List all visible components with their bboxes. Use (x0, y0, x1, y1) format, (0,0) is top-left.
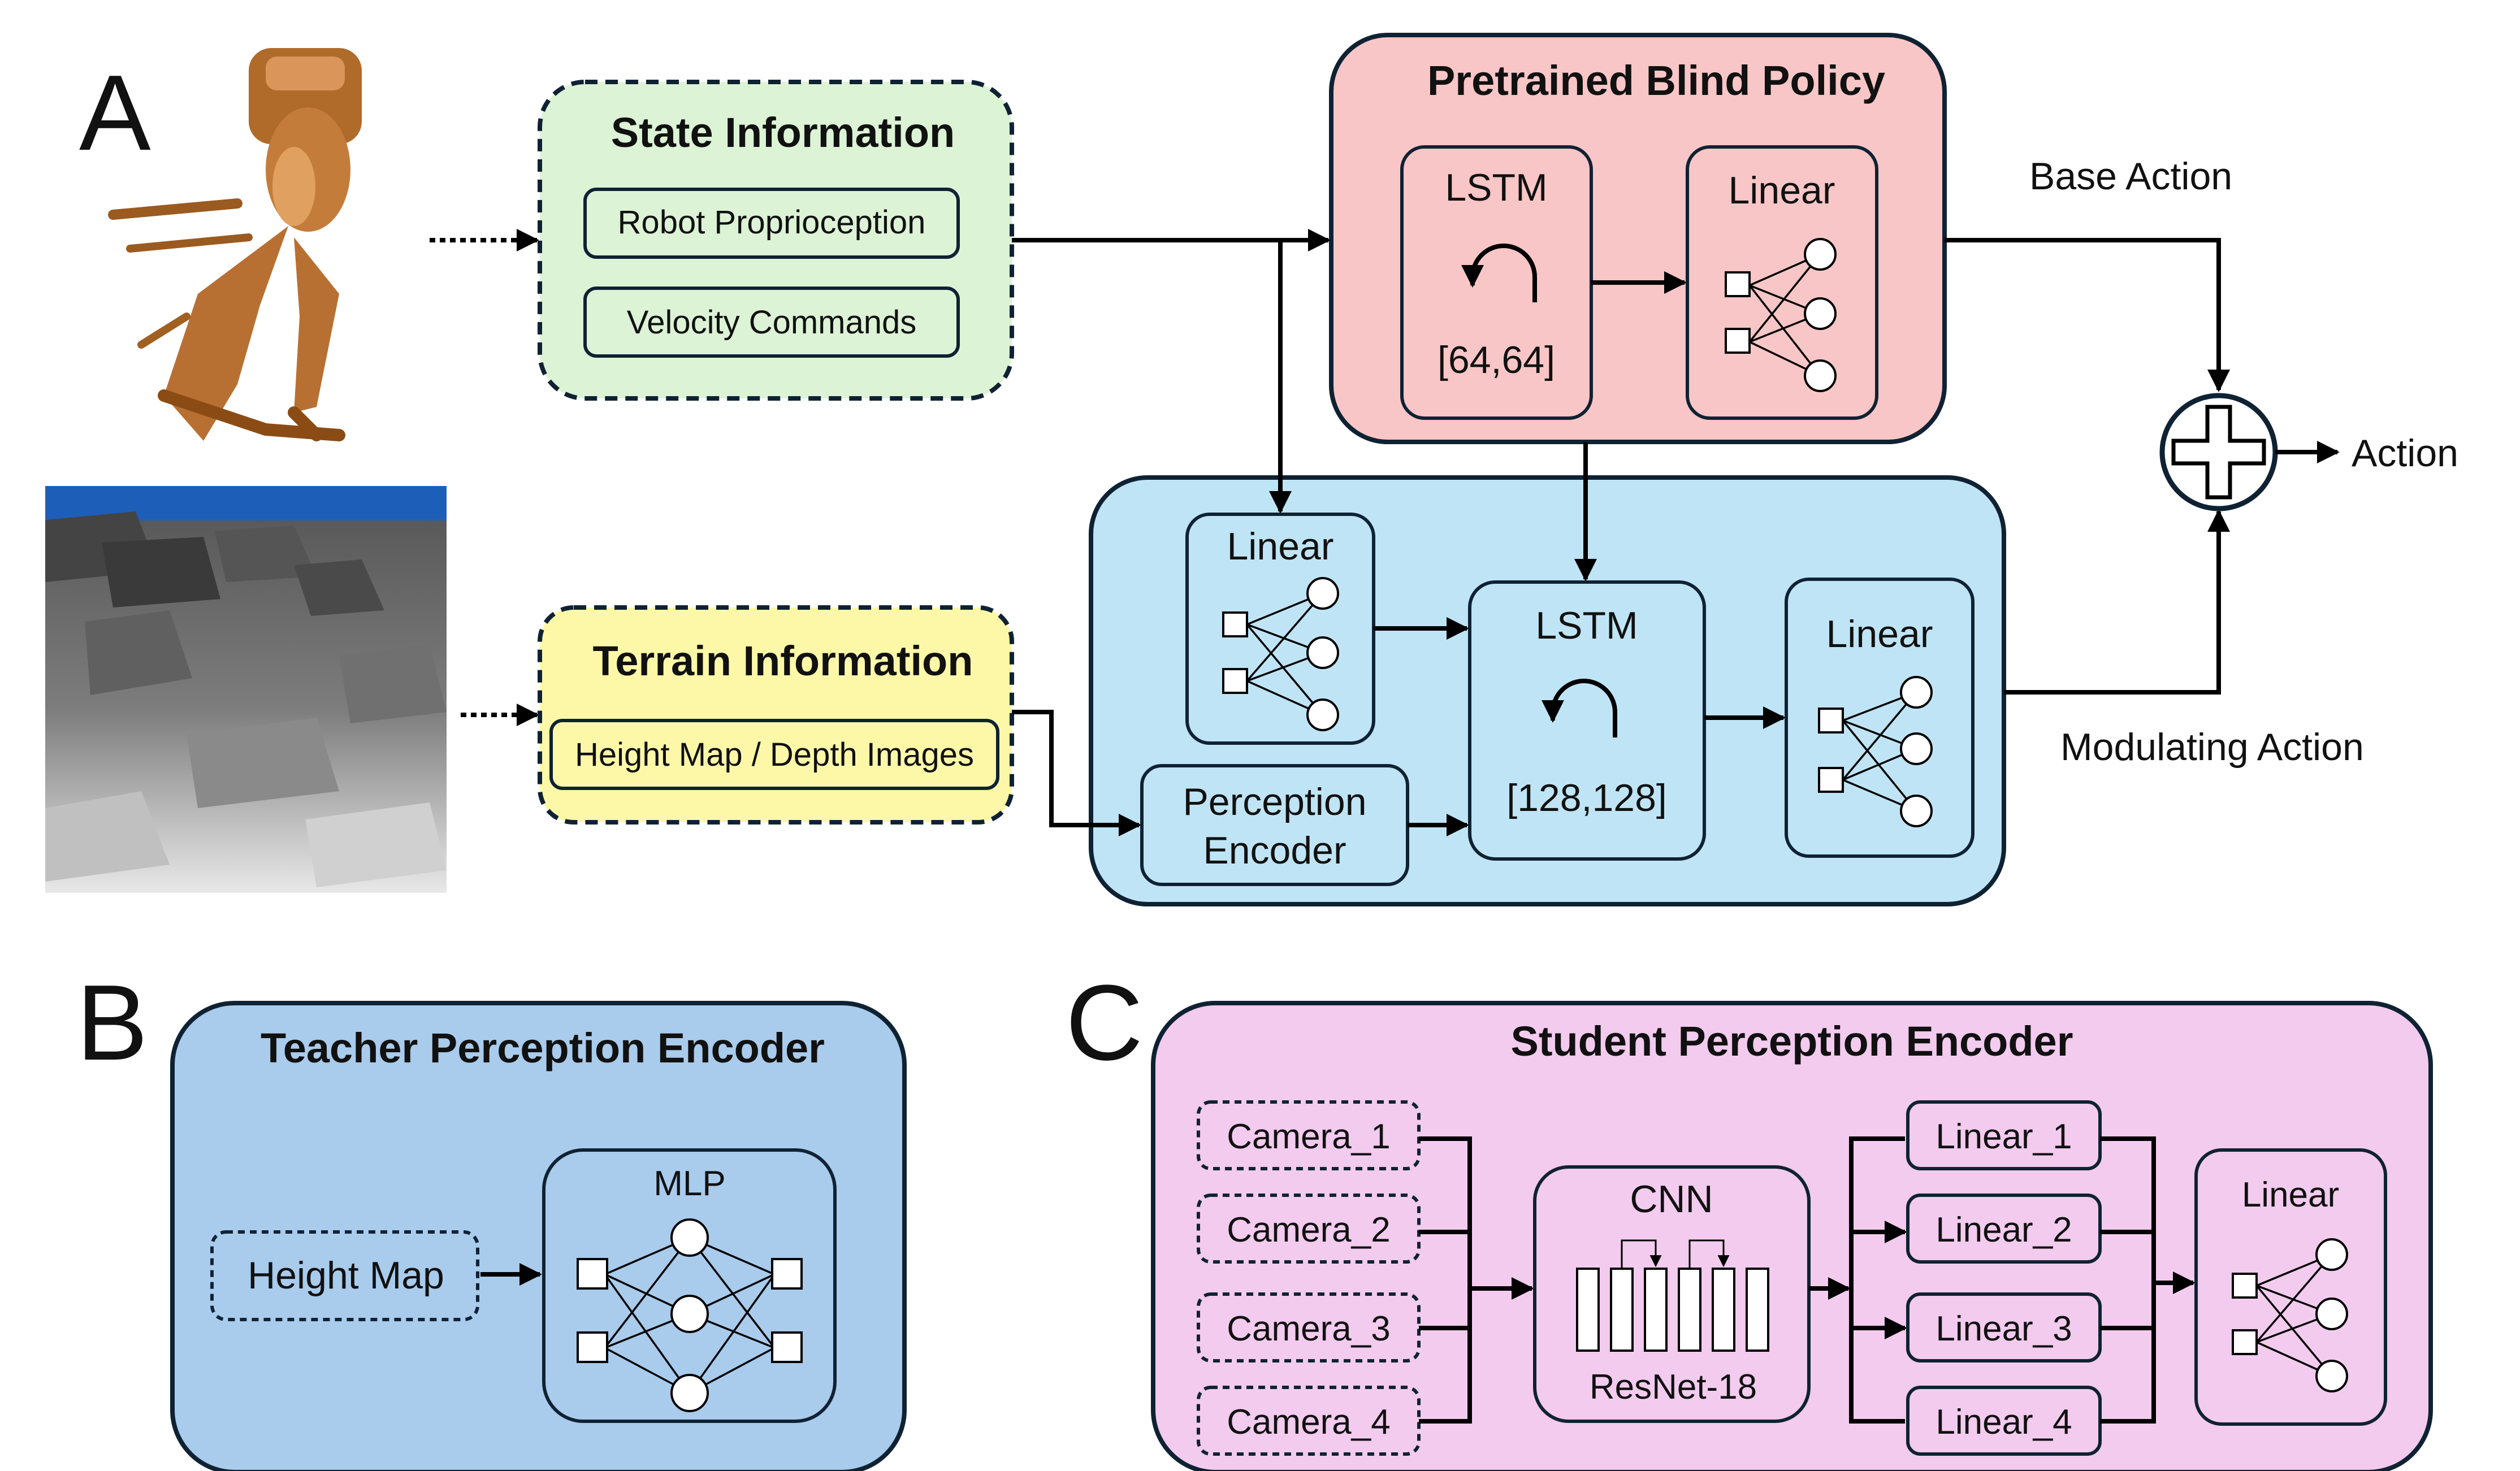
action-label: Action (2352, 432, 2458, 475)
camera-1-label: Camera_1 (1227, 1117, 1390, 1156)
modulator-linear-in-network-icon (1222, 577, 1339, 731)
camera-4-label: Camera_4 (1227, 1403, 1390, 1442)
mlp-network-icon (577, 1218, 803, 1412)
modulating-action-label: Modulating Action (2060, 726, 2364, 769)
modulator-lstm-size: [128,128] (1506, 776, 1667, 819)
velocity-commands-label: Velocity Commands (627, 304, 917, 341)
height-map-depth-label: Height Map / Depth Images (575, 736, 974, 773)
perception-encoder-label-line1: Perception (1183, 780, 1366, 823)
student-title: Student Perception Encoder (1510, 1018, 2073, 1065)
teacher-input-label: Height Map (248, 1254, 444, 1297)
sum-icon (2159, 393, 2278, 511)
robot-proprioception-label: Robot Proprioception (618, 204, 926, 241)
modulating-action-arrow (2004, 509, 2230, 695)
modulator-linear-out-label: Linear (1826, 613, 1933, 656)
resnet-label: ResNet-18 (1590, 1368, 1757, 1407)
blind-lstm-label: LSTM (1445, 166, 1547, 209)
teacher-title: Teacher Perception Encoder (261, 1025, 825, 1071)
final-linear-network-icon (2232, 1238, 2348, 1392)
terrain-to-encoder-arrow (1012, 710, 1141, 836)
base-action-arrow (1945, 238, 2230, 392)
terrain-information-title: Terrain Information (593, 637, 973, 684)
blind-lstm-recurrent-icon (1461, 244, 1537, 302)
blind-linear-label: Linear (1728, 169, 1835, 212)
modulator-linear-in-label: Linear (1227, 525, 1333, 568)
linear-2-label: Linear_2 (1936, 1210, 2072, 1249)
linear-4-label: Linear_4 (1936, 1403, 2072, 1442)
linears-split-bracket (1849, 1136, 1907, 1424)
camera-merge-bracket (1419, 1136, 1472, 1424)
linear-3-label: Linear_3 (1936, 1309, 2072, 1348)
cnn-label: CNN (1630, 1178, 1713, 1221)
modulator-linear-out-network-icon (1818, 676, 1933, 827)
state-information-box: State Information Robot Proprioception V… (538, 80, 1014, 401)
modulator-box: Linear Perception Encoder LSTM [128,128]… (1089, 475, 2006, 906)
panel-label-b: B (76, 963, 148, 1083)
linears-merge-bracket (2100, 1136, 2156, 1424)
blind-lstm-size: [64,64] (1437, 339, 1555, 381)
final-linear-label: Linear (2242, 1175, 2339, 1214)
panel-label-a: A (79, 53, 151, 173)
robot-illustration (108, 48, 362, 441)
blind-policy-title: Pretrained Blind Policy (1427, 57, 1885, 104)
base-action-label: Base Action (2029, 155, 2232, 198)
modulator-lstm-label: LSTM (1535, 604, 1638, 647)
terrain-image (45, 486, 447, 893)
panel-label-c: C (1066, 963, 1143, 1083)
terrain-information-box: Terrain Information Height Map / Depth I… (538, 605, 1014, 825)
teacher-encoder-box: Teacher Perception Encoder Height Map ML… (170, 1001, 907, 1471)
camera-2-label: Camera_2 (1227, 1210, 1390, 1249)
blind-policy-box: Pretrained Blind Policy LSTM [64,64] Lin… (1329, 33, 1947, 444)
mlp-label: MLP (653, 1164, 725, 1203)
perception-encoder-label-line2: Encoder (1203, 829, 1346, 872)
resnet-blocks-icon (1576, 1239, 1769, 1352)
linear-1-label: Linear_1 (1936, 1117, 2072, 1156)
state-information-title: State Information (611, 109, 955, 156)
modulator-lstm-recurrent-icon (1542, 679, 1617, 737)
camera-3-label: Camera_3 (1227, 1309, 1390, 1348)
student-encoder-box: Student Perception Encoder Camera_1 Came… (1151, 1001, 2433, 1471)
blind-linear-network-icon (1725, 238, 1837, 392)
